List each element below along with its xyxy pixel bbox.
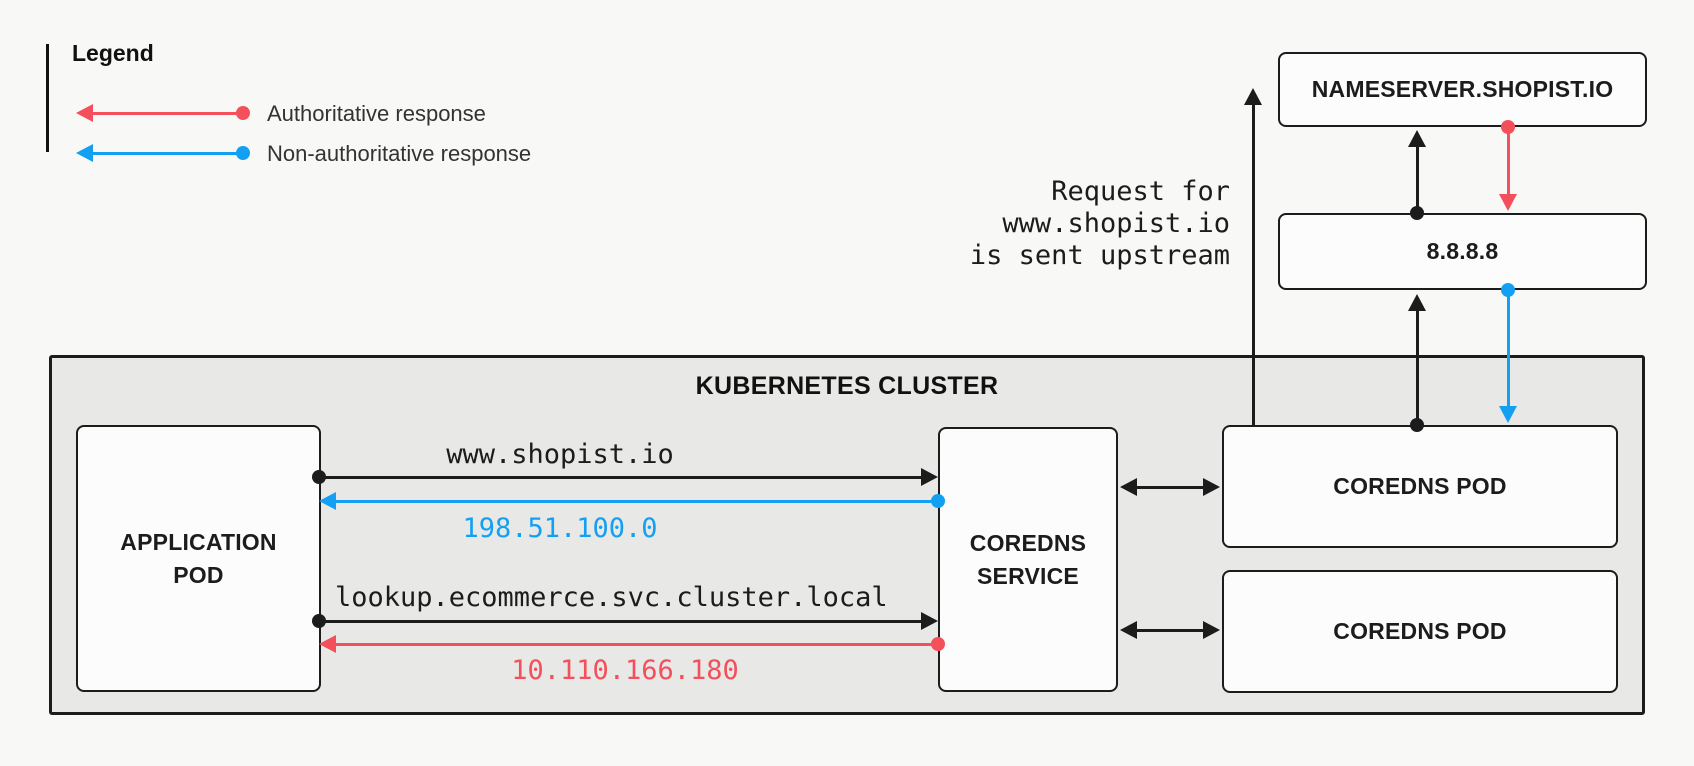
non-authoritative-arrow-line xyxy=(92,152,243,155)
pod-to-resolver-line xyxy=(1416,310,1419,425)
legend-divider-bar xyxy=(46,44,49,152)
query1-arrowhead-icon xyxy=(921,468,938,486)
coredns-pod-label: COREDNS POD xyxy=(1333,473,1507,499)
query-label-www-shopist-io: www.shopist.io xyxy=(446,439,674,470)
response1-arrow-line xyxy=(336,500,938,503)
authoritative-arrow-dot xyxy=(236,106,250,120)
link2-right-arrowhead-icon xyxy=(1203,621,1220,639)
nameserver-response-line xyxy=(1507,127,1510,195)
coredns-pod-bottom-node: COREDNS POD xyxy=(1222,570,1618,693)
public-resolver-label: 8.8.8.8 xyxy=(1426,238,1499,264)
link1-right-arrowhead-icon xyxy=(1203,478,1220,496)
coredns-pod-label: COREDNS POD xyxy=(1333,618,1507,644)
pod-to-resolver-dot xyxy=(1410,418,1424,432)
query2-arrowhead-icon xyxy=(921,612,938,630)
link1-left-arrowhead-icon xyxy=(1120,478,1137,496)
resolver-response-arrowhead-icon xyxy=(1499,406,1517,423)
application-pod-label: APPLICATION POD xyxy=(120,528,277,588)
response1-origin-dot xyxy=(931,494,945,508)
upstream-arrowhead-icon xyxy=(1244,88,1262,105)
nameserver-label: NAMESERVER.SHOPIST.IO xyxy=(1311,76,1614,102)
non-authoritative-arrowhead-icon xyxy=(76,144,93,162)
query1-arrow-line xyxy=(319,476,921,479)
upstream-request-note: Request for www.shopist.io is sent upstr… xyxy=(969,176,1230,271)
coredns-pod-top-node: COREDNS POD xyxy=(1222,425,1618,548)
authoritative-arrowhead-icon xyxy=(76,104,93,122)
link2-line xyxy=(1135,629,1205,632)
authoritative-arrow-line xyxy=(92,112,243,115)
legend-item-label: Authoritative response xyxy=(267,101,486,126)
pod-to-resolver-arrowhead-icon xyxy=(1408,294,1426,311)
query-label-cluster-local: lookup.ecommerce.svc.cluster.local xyxy=(335,582,888,613)
response1-arrowhead-icon xyxy=(319,492,336,510)
cluster-title: KUBERNETES CLUSTER xyxy=(695,372,999,400)
resolver-to-nameserver-line xyxy=(1416,146,1419,213)
coredns-service-label: COREDNS SERVICE xyxy=(969,529,1087,589)
non-authoritative-arrow-dot xyxy=(236,146,250,160)
upstream-arrow-line xyxy=(1252,104,1255,425)
legend-item-label: Non-authoritative response xyxy=(267,141,532,166)
coredns-service-node: COREDNS SERVICE xyxy=(938,427,1118,692)
legend-title: Legend xyxy=(72,40,154,66)
response-label-10-110-166-180: 10.110.166.180 xyxy=(511,655,739,686)
link1-line xyxy=(1135,486,1205,489)
response2-arrow-line xyxy=(336,643,938,646)
query2-arrow-line xyxy=(319,620,921,623)
public-resolver-node: 8.8.8.8 xyxy=(1278,213,1647,290)
response-label-198-51-100-0: 198.51.100.0 xyxy=(462,513,658,544)
nameserver-node: NAMESERVER.SHOPIST.IO xyxy=(1278,52,1647,127)
application-pod-node: APPLICATION POD xyxy=(76,425,321,692)
response2-origin-dot xyxy=(931,637,945,651)
link2-left-arrowhead-icon xyxy=(1120,621,1137,639)
nameserver-response-arrowhead-icon xyxy=(1499,194,1517,211)
response2-arrowhead-icon xyxy=(319,635,336,653)
resolver-response-line xyxy=(1507,290,1510,406)
resolver-to-nameserver-dot xyxy=(1410,206,1424,220)
resolver-to-nameserver-arrowhead-icon xyxy=(1408,130,1426,147)
